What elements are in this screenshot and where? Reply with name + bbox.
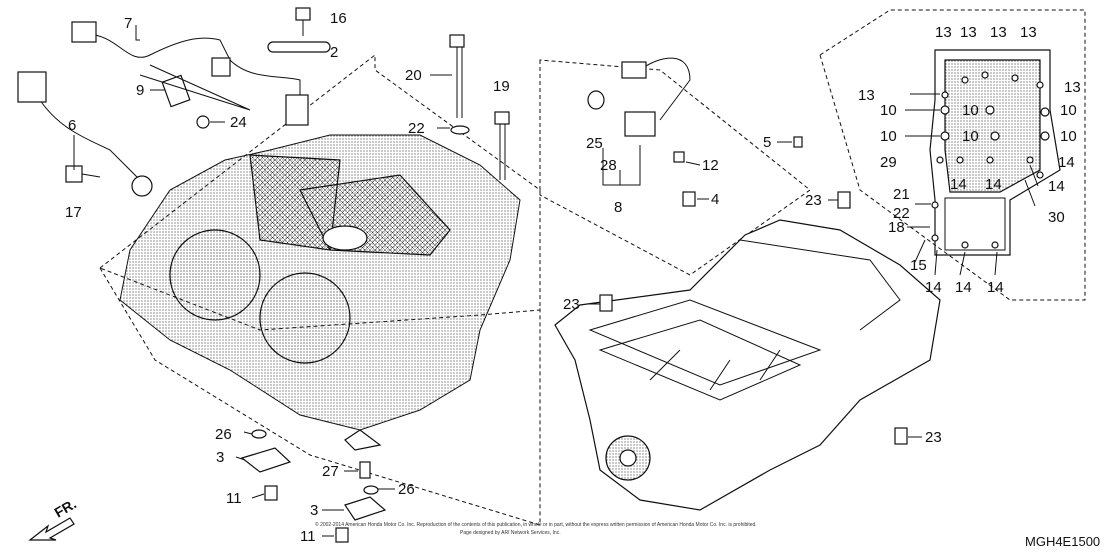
callout-13-a: 13 xyxy=(935,24,952,41)
callout-11-a: 11 xyxy=(226,490,242,507)
callout-9: 9 xyxy=(136,82,144,99)
callout-14-f: 14 xyxy=(955,279,972,296)
callout-10-f: 10 xyxy=(1060,128,1077,145)
callout-23-a: 23 xyxy=(805,192,822,209)
bolts xyxy=(65,7,908,543)
callout-14-c: 14 xyxy=(985,176,1002,193)
callout-10-d: 10 xyxy=(962,128,979,145)
callout-10-b: 10 xyxy=(880,128,897,145)
callout-30: 30 xyxy=(1048,209,1065,226)
callout-2: 2 xyxy=(330,44,338,61)
callout-10-e: 10 xyxy=(1060,102,1077,119)
leader-lines xyxy=(73,25,1039,537)
callout-4: 4 xyxy=(711,191,719,208)
callout-29: 29 xyxy=(880,154,897,171)
callout-13-e: 13 xyxy=(858,87,875,104)
callout-25: 25 xyxy=(586,135,603,152)
callout-14-a: 14 xyxy=(1058,154,1075,171)
gasket-bolt-holes xyxy=(931,71,1050,249)
callout-10-c: 10 xyxy=(962,102,979,119)
callout-13-c: 13 xyxy=(990,24,1007,41)
crankcase-gasket xyxy=(929,49,1061,256)
copyright-notice-line2: Page designed by ARI Network Services, I… xyxy=(460,530,561,536)
callout-20: 20 xyxy=(405,67,422,84)
callout-18: 18 xyxy=(888,219,905,236)
callout-8: 8 xyxy=(614,199,622,216)
callout-15: 15 xyxy=(910,257,927,274)
callout-23-c: 23 xyxy=(925,429,942,446)
callout-5: 5 xyxy=(763,134,771,151)
callout-22-b: 22 xyxy=(893,205,910,222)
callout-6: 6 xyxy=(68,117,76,134)
callout-22: 22 xyxy=(408,120,425,137)
callout-11-b: 11 xyxy=(300,528,316,545)
wire-harness xyxy=(17,21,691,197)
front-label: FR. xyxy=(52,495,80,520)
copyright-notice: © 2002-2014 American Honda Motor Co. Inc… xyxy=(315,521,757,528)
callout-17: 17 xyxy=(65,204,82,221)
callout-16: 16 xyxy=(330,10,347,27)
callout-14-e: 14 xyxy=(925,279,942,296)
callout-13-f: 13 xyxy=(1064,79,1081,96)
callout-28: 28 xyxy=(600,157,617,174)
callout-7: 7 xyxy=(124,15,132,32)
callout-13-d: 13 xyxy=(1020,24,1037,41)
callout-27: 27 xyxy=(322,463,339,480)
callout-12: 12 xyxy=(702,157,719,174)
callout-labels[interactable]: 7 16 2 9 24 6 17 20 22 19 25 28 8 12 4 5… xyxy=(65,10,1081,545)
callout-23-b: 23 xyxy=(563,296,580,313)
callout-14-g: 14 xyxy=(987,279,1004,296)
callout-14-d: 14 xyxy=(1048,178,1065,195)
callout-26-a: 26 xyxy=(215,426,232,443)
callout-24: 24 xyxy=(230,114,247,131)
callout-26-b: 26 xyxy=(398,481,415,498)
drawing-code: MGH4E1500 xyxy=(1025,534,1100,549)
callout-3-b: 3 xyxy=(310,502,318,519)
upper-crankcase xyxy=(119,134,521,451)
callout-19: 19 xyxy=(493,78,510,95)
callout-10-a: 10 xyxy=(880,102,897,119)
callout-21: 21 xyxy=(893,186,910,203)
callout-14-b: 14 xyxy=(950,176,967,193)
lower-crankcase xyxy=(554,219,941,511)
callout-3-a: 3 xyxy=(216,449,224,466)
callout-13-b: 13 xyxy=(960,24,977,41)
front-direction-arrow: FR. xyxy=(28,495,80,541)
